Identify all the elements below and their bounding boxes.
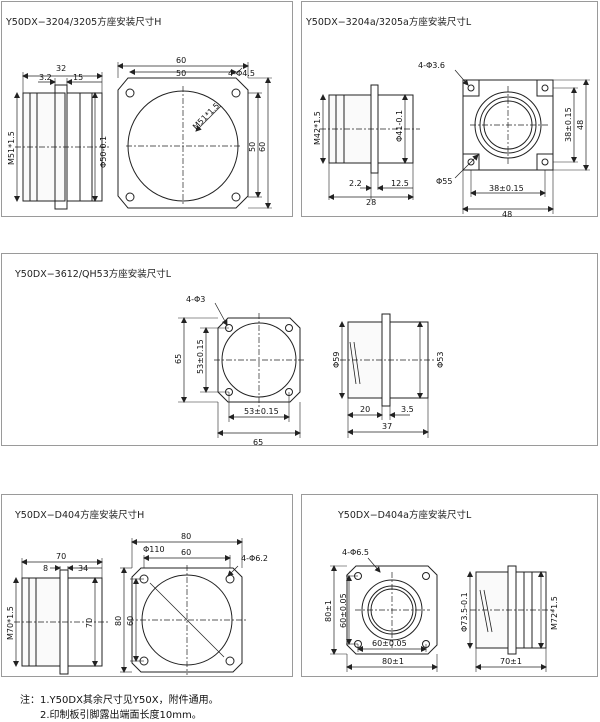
note-line-1: 注：1.Y50DX其余尺寸见Y50X，附件通用。 xyxy=(20,695,219,706)
dim-label: 48 xyxy=(502,210,512,219)
dim-label: 60 xyxy=(176,56,186,65)
dim-label: Φ73.5-0.1 xyxy=(460,592,469,632)
p4-front-view xyxy=(120,538,246,675)
dim-label: 3.5 xyxy=(401,405,414,414)
dim-label: Φ110 xyxy=(143,545,165,554)
dim-label: 60±0.05 xyxy=(339,593,348,628)
dim-label: 2.2 xyxy=(349,179,362,188)
dim-label: 53±0.15 xyxy=(196,339,205,374)
dim-label: 8 xyxy=(43,564,48,573)
dim-label: 60 xyxy=(181,548,191,557)
dim-label: 50 xyxy=(176,69,186,78)
panel-title: Y50DX−D404a方座安装尺寸L xyxy=(338,510,472,521)
dim-label: 4-Φ6.2 xyxy=(241,554,268,563)
dim-label: 80±1 xyxy=(382,657,404,666)
dim-label: 20 xyxy=(360,405,370,414)
p5-front-view xyxy=(330,557,438,672)
dim-label: Φ41-0.1 xyxy=(395,110,404,142)
panel-title: Y50DX−D404方座安装尺寸H xyxy=(15,510,145,521)
dim-label: 32 xyxy=(56,64,66,73)
dim-label: 70 xyxy=(85,618,94,628)
p2-front-view xyxy=(454,69,590,214)
panel-title: Y50DX−3204/3205方座安装尺寸H xyxy=(6,17,162,28)
dim-label: 3.2 xyxy=(39,73,52,82)
dim-label: Φ53 xyxy=(436,352,445,368)
dim-label: Φ59 xyxy=(332,352,341,368)
dim-label: 37 xyxy=(382,422,392,431)
dim-label: Φ55 xyxy=(436,177,452,186)
dim-label: 60 xyxy=(126,616,135,626)
p4-side-view xyxy=(13,558,110,675)
dim-label: 70 xyxy=(56,552,66,561)
dim-label: 80 xyxy=(181,532,191,541)
dim-label: M51*1.5 xyxy=(7,131,16,165)
dim-label: 15 xyxy=(73,73,83,82)
p2-side-view xyxy=(320,84,420,200)
dim-label: 80 xyxy=(114,616,123,626)
dim-label: 48 xyxy=(576,120,585,130)
p3-front-view xyxy=(178,302,305,438)
dim-label: 65 xyxy=(253,438,263,447)
p1-front-view xyxy=(117,62,272,209)
dim-label: M42*1.5 xyxy=(313,111,322,145)
dim-label: M51*1.5 xyxy=(191,101,221,131)
p1-side-view xyxy=(14,72,110,210)
dim-label: 12.5 xyxy=(391,179,409,188)
dim-label: 28 xyxy=(366,198,376,207)
dim-label: 53±0.15 xyxy=(244,407,279,416)
dim-label: 60±0.05 xyxy=(372,639,407,648)
dim-label: 65 xyxy=(174,354,183,364)
dim-label: Φ50-0.1 xyxy=(99,136,108,168)
dim-label: 4-Φ3.6 xyxy=(418,61,445,70)
dim-label: 70±1 xyxy=(500,657,522,666)
note-line-2: 2.印制板引脚露出端面长度10mm。 xyxy=(40,710,202,721)
p5-side-view xyxy=(467,565,552,672)
dim-label: 38±0.15 xyxy=(489,184,524,193)
panel-title: Y50DX−3204a/3205a方座安装尺寸L xyxy=(306,17,472,28)
dim-label: 60 xyxy=(258,142,267,152)
dim-label: 4-Φ6.5 xyxy=(342,548,369,557)
dim-label: 50 xyxy=(248,142,257,152)
dim-label: 4-Φ3 xyxy=(186,295,205,304)
dim-label: 38±0.15 xyxy=(564,107,573,142)
dim-label: 80±1 xyxy=(324,600,333,622)
dim-label: M70*1.5 xyxy=(6,606,15,640)
p3-side-view xyxy=(339,313,436,438)
dim-label: 34 xyxy=(78,564,88,573)
dim-label: M72*1.5 xyxy=(550,596,559,630)
panel-title: Y50DX−3612/QH53方座安装尺寸L xyxy=(15,269,172,280)
dim-label: 4-Φ4.5 xyxy=(228,69,255,78)
